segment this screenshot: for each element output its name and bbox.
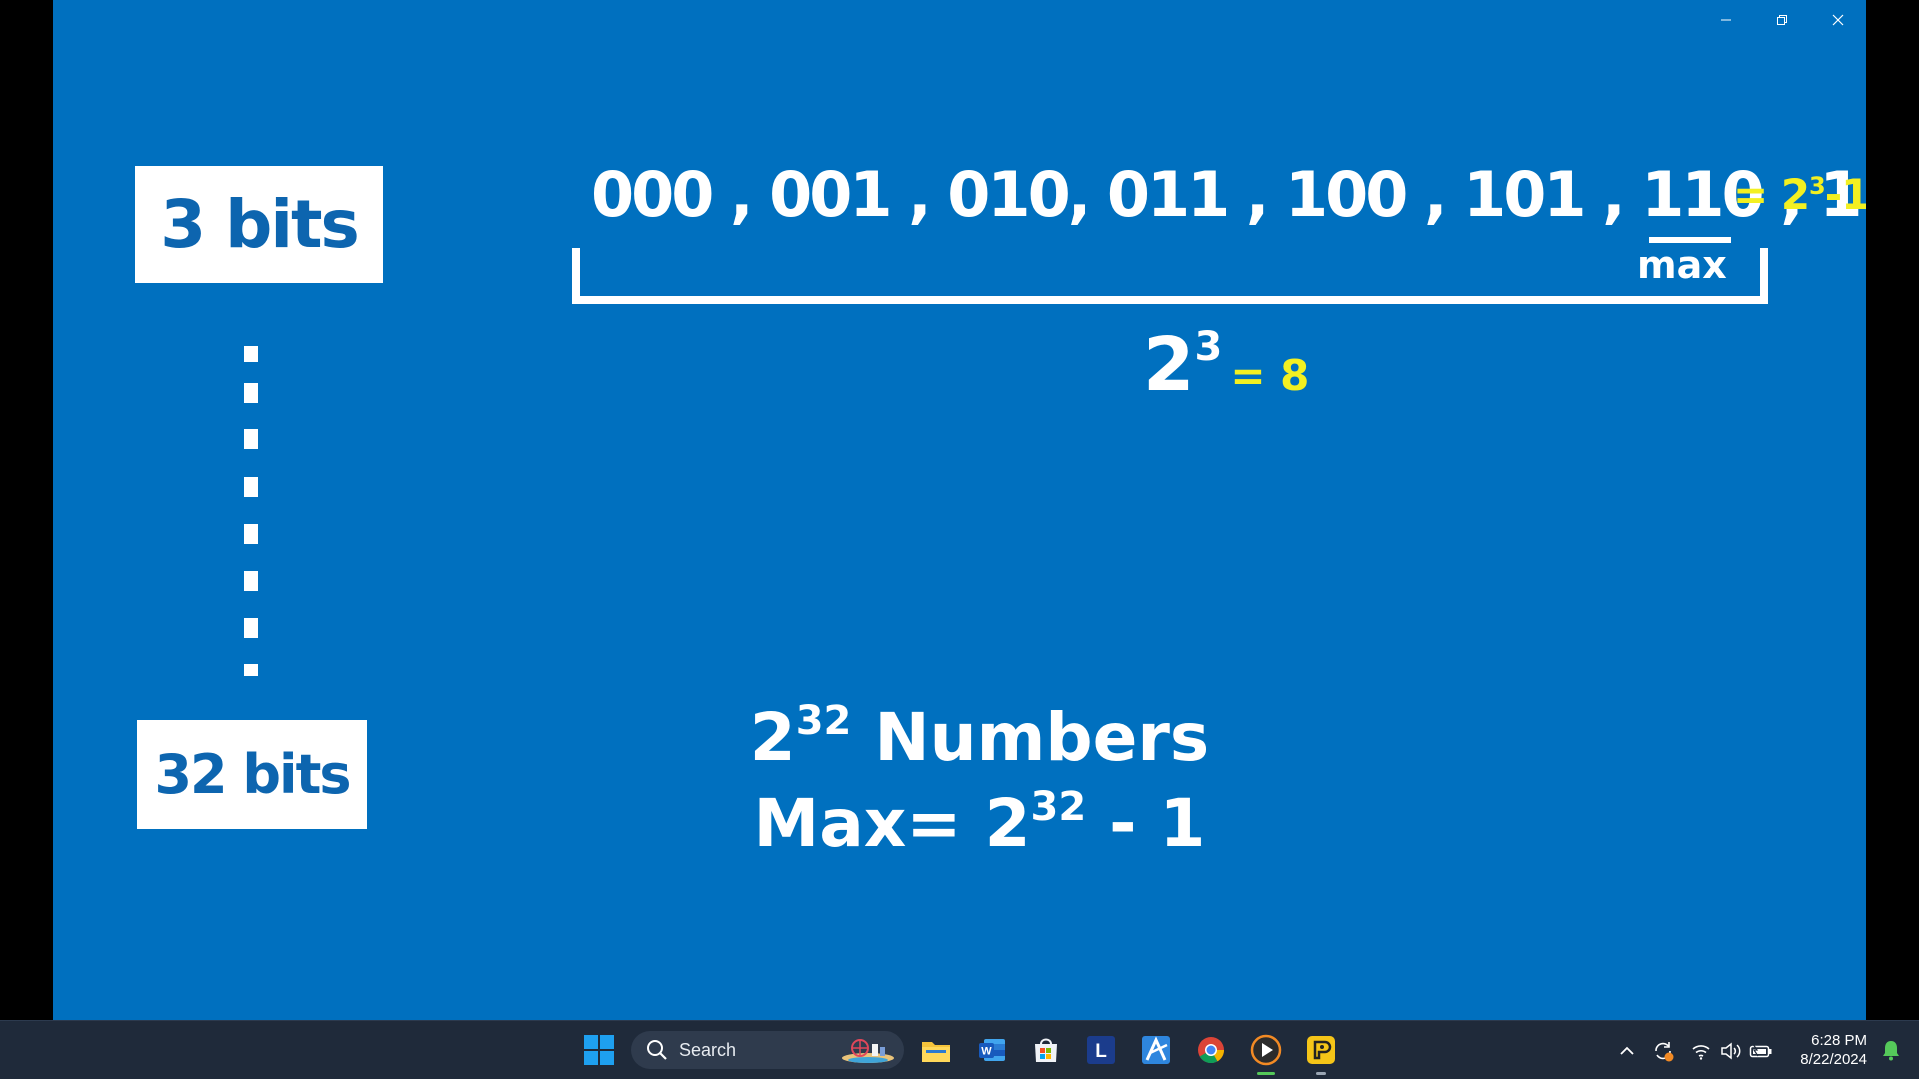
clock-time: 6:28 PM [1811, 1032, 1867, 1049]
range-bracket [572, 248, 1768, 304]
power-exponent: 3 [1194, 324, 1223, 370]
power-result: = 8 [1230, 351, 1310, 400]
dash-divider [244, 618, 258, 638]
minimize-icon[interactable] [1698, 0, 1754, 40]
numbers-exponent: 32 [795, 698, 852, 744]
sequence-last-value: 111 [1819, 158, 1866, 231]
media-player-icon[interactable] [1249, 1033, 1283, 1075]
video-frame[interactable]: 3 bits 32 bits 000 , 001 , 010, 011 , 10… [53, 0, 1866, 1020]
numbers-count-line: 232 Numbers [53, 698, 1866, 776]
l-app-icon[interactable]: L [1084, 1033, 1118, 1067]
power-base: 2 [1143, 322, 1195, 408]
max-eq-exponent: 3 [1809, 172, 1826, 200]
windows-logo-tile [600, 1035, 614, 1049]
numbers-base: 2 [749, 699, 796, 776]
svg-text:W: W [981, 1046, 992, 1058]
numbers-text: Numbers [851, 699, 1210, 776]
max-line-suffix: - 1 [1086, 785, 1206, 862]
notification-bell-icon[interactable] [1879, 1038, 1903, 1062]
active-indicator [1257, 1072, 1275, 1075]
close-icon[interactable] [1810, 0, 1866, 40]
window-controls [1698, 0, 1866, 40]
search-placeholder: Search [679, 1039, 737, 1060]
dash-divider [244, 571, 258, 591]
max-label: max [1637, 243, 1727, 287]
max-eq-prefix: = 2 [1733, 170, 1810, 219]
sync-icon[interactable] [1648, 1036, 1678, 1066]
dash-divider [244, 477, 258, 497]
max-underline [1649, 237, 1731, 243]
windows-logo-tile [584, 1035, 598, 1049]
running-indicator [1316, 1072, 1326, 1075]
windows-logo-tile [600, 1051, 614, 1065]
windows-logo-tile [584, 1051, 598, 1065]
thirty-two-bits-box: 32 bits [137, 720, 367, 829]
chrome-icon[interactable] [1194, 1033, 1228, 1067]
word-icon[interactable]: W [975, 1033, 1009, 1067]
volume-icon[interactable] [1716, 1036, 1746, 1066]
system-tray [1612, 1021, 1776, 1079]
dash-divider [244, 383, 258, 403]
clock-date: 8/22/2024 [1800, 1051, 1867, 1068]
a-app-icon[interactable] [1139, 1033, 1173, 1067]
file-explorer-icon[interactable] [919, 1033, 953, 1067]
battery-icon[interactable] [1746, 1036, 1776, 1066]
dash-divider [244, 524, 258, 544]
max-eq-suffix: -1 [1824, 170, 1866, 219]
power-count: 23= 8 [1143, 322, 1309, 408]
clock[interactable]: 6:28 PM 8/22/2024 [1800, 1031, 1867, 1069]
max-line-prefix: Max= 2 [753, 785, 1031, 862]
start-button[interactable] [584, 1035, 614, 1065]
restore-icon[interactable] [1754, 0, 1810, 40]
chevron-up-icon[interactable] [1612, 1036, 1642, 1066]
sequence-values: 000 , 001 , 010, 011 , 100 , 101 , 110 , [591, 158, 1820, 231]
three-bits-box: 3 bits [135, 166, 383, 283]
max-equation: = 23-1 [1733, 170, 1866, 219]
dash-divider [244, 346, 258, 362]
search-icon [647, 1040, 667, 1060]
yellow-app-icon[interactable] [1304, 1033, 1338, 1075]
dash-divider [244, 664, 258, 676]
dash-divider [244, 429, 258, 449]
max-line-exponent: 32 [1030, 784, 1087, 830]
taskbar-search[interactable]: Search [631, 1031, 904, 1069]
taskbar: Search W L [0, 1020, 1919, 1079]
max-value-line: Max= 232 - 1 [53, 784, 1866, 862]
svg-text:L: L [1095, 1041, 1107, 1062]
microsoft-store-icon[interactable] [1029, 1033, 1063, 1067]
wifi-icon[interactable] [1686, 1036, 1716, 1066]
search-highlight-icon [842, 1039, 894, 1063]
binary-sequence: 000 , 001 , 010, 011 , 100 , 101 , 110 ,… [591, 158, 1866, 231]
